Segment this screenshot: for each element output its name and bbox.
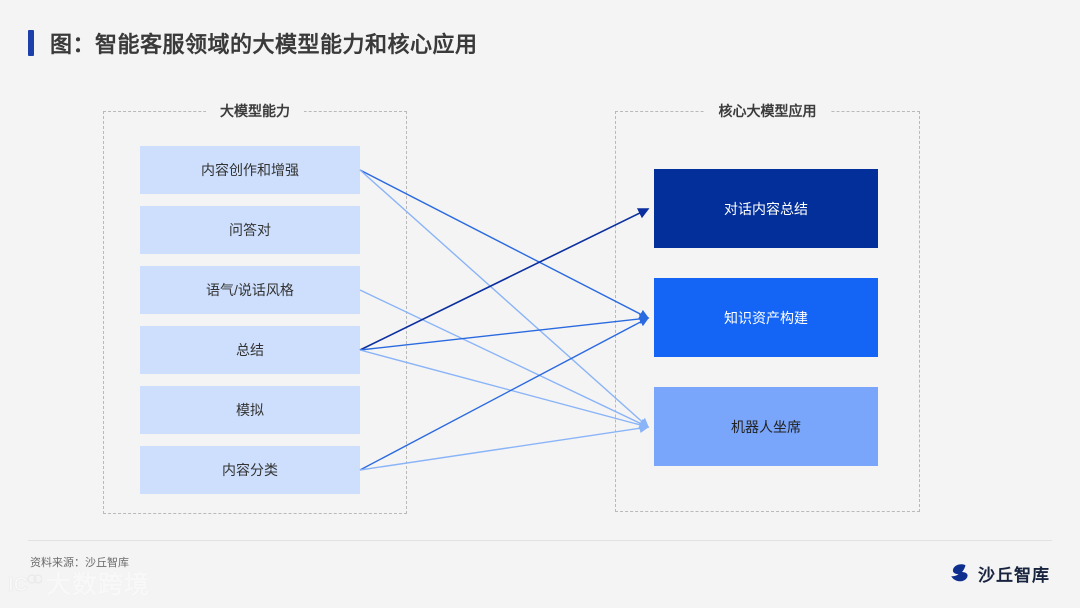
application-box-1[interactable]: 对话内容总结: [654, 169, 878, 248]
title-label: 图：智能客服领域的大模型能力和核心应用: [50, 32, 478, 57]
capability-box-2[interactable]: 问答对: [140, 206, 360, 254]
brand-mark-icon: [951, 564, 968, 582]
source-label: 资料来源：沙丘智库: [30, 557, 129, 569]
capability-box-4[interactable]: 总结: [140, 326, 360, 374]
watermark-label: 大数跨境: [46, 571, 151, 599]
watermark: IC 大数跨境: [8, 565, 150, 601]
footer-divider: [28, 540, 1052, 541]
brand-logo-label: 沙丘智库: [978, 565, 1050, 585]
application-box-2[interactable]: 知识资产构建: [654, 278, 878, 357]
brand-logo: 沙丘智库: [949, 561, 1050, 585]
capability-group-title: 大模型能力: [206, 101, 304, 121]
title-accent-bar: [28, 30, 34, 56]
application-box-3[interactable]: 机器人坐席: [654, 387, 878, 466]
capability-box-6[interactable]: 内容分类: [140, 446, 360, 494]
capability-box-3[interactable]: 语气/说话风格: [140, 266, 360, 314]
capability-box-1[interactable]: 内容创作和增强: [140, 146, 360, 194]
svg-text:IC: IC: [8, 574, 28, 596]
watermark-logo-icon: IC: [8, 574, 42, 596]
application-group-title: 核心大模型应用: [704, 101, 831, 121]
page-title: 图：智能客服领域的大模型能力和核心应用: [28, 28, 478, 58]
capability-box-5[interactable]: 模拟: [140, 386, 360, 434]
